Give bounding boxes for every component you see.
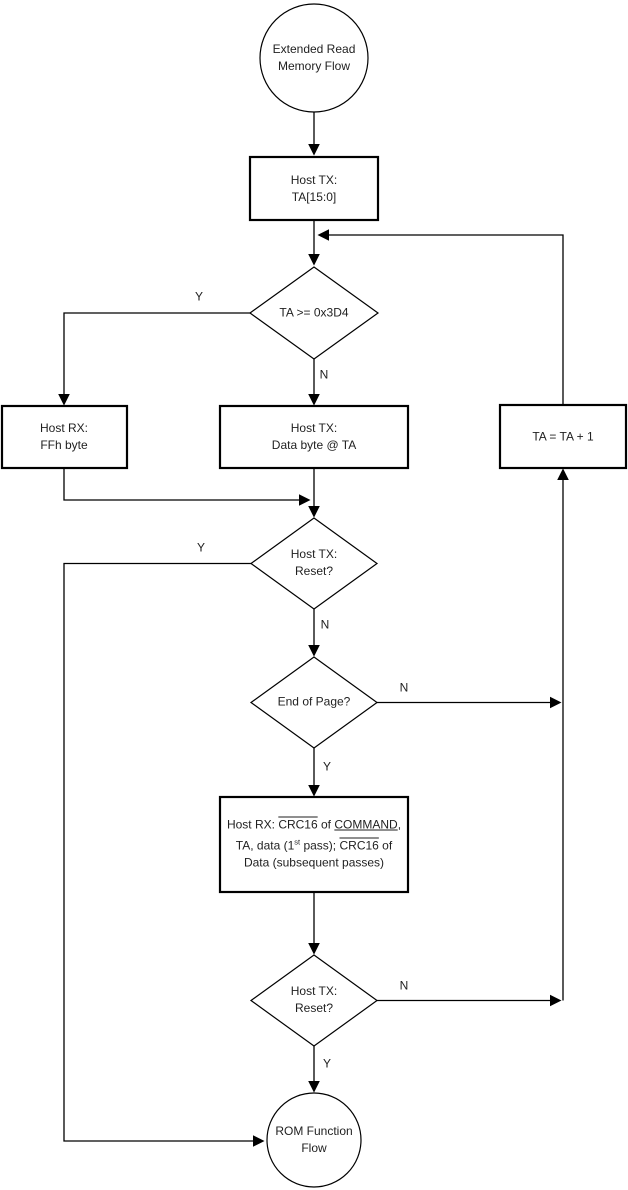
- end-label: ROM Function Flow: [275, 1123, 352, 1157]
- superscript-st: st: [294, 837, 301, 847]
- reset2-label: Host TX: Reset?: [291, 983, 337, 1017]
- ta-increment-label: TA = TA + 1: [532, 429, 593, 446]
- host-rx-crc-label-line3: Data (subsequent passes): [243, 855, 385, 870]
- edge-ta-increment-feedback-top: [317, 229, 564, 405]
- host-tx-data-label-line1: Host TX:: [290, 421, 338, 435]
- host-rx-ffh-process-box: [0, 404, 129, 470]
- reset1-label-line1: Host TX:: [290, 547, 338, 561]
- crc-text: ,: [397, 817, 402, 832]
- host-tx-data-label: Host TX: Data byte @ TA: [272, 420, 356, 454]
- ta-check-branch-y: Y: [194, 289, 204, 304]
- host-tx-data-label-line2: Data byte @ TA: [271, 438, 357, 452]
- reset2-label-line1: Host TX:: [290, 984, 338, 998]
- reset1-label-line2: Reset?: [294, 564, 334, 578]
- host-rx-crc-label-line2: TA, data (1st pass); CRC16 of: [216, 834, 412, 855]
- end-label-line2: Flow: [301, 1141, 327, 1155]
- reset1-label: Host TX: Reset?: [291, 546, 337, 580]
- crc-text: TA, data (1: [235, 838, 295, 853]
- end-of-page-decision-diamond: [249, 656, 379, 749]
- end-of-page-branch-n: N: [399, 680, 409, 695]
- end-terminal-circle: [266, 1092, 362, 1188]
- ta-check-branch-n: N: [319, 367, 329, 382]
- end-of-page-branch-y: Y: [322, 759, 332, 774]
- host-rx-crc-label: Host RX: CRC16 of COMMAND, TA, data (1st…: [216, 817, 412, 872]
- start-label-line1: Extended Read: [272, 42, 356, 56]
- reset2-decision-diamond: [249, 954, 379, 1047]
- crc-text: of: [317, 817, 335, 832]
- ta-increment-label-line1: TA = TA + 1: [532, 429, 594, 444]
- start-terminal-circle: [259, 3, 369, 113]
- host-rx-ffh-label-line2: FFh byte: [40, 438, 88, 452]
- reset2-label-line2: Reset?: [294, 1001, 334, 1015]
- reset2-branch-n: N: [399, 978, 409, 993]
- start-label: Extended Read Memory Flow: [273, 41, 356, 75]
- ta-increment-process-box: [498, 403, 628, 470]
- ta-check-decision-diamond: [248, 266, 380, 360]
- command-underlined: COMMAND: [334, 817, 398, 832]
- end-of-page-label: End of Page?: [278, 694, 351, 711]
- reset1-branch-n: N: [320, 617, 330, 632]
- reset1-decision-diamond: [249, 517, 379, 610]
- crc-text: pass);: [300, 838, 340, 853]
- host-tx-ta-process-box: [248, 155, 380, 222]
- reset2-branch-y: Y: [322, 1056, 332, 1071]
- edge-reset1-y-to-rom-function: [63, 562, 265, 1147]
- crc-text: Host RX:: [226, 817, 279, 832]
- host-rx-ffh-label: Host RX: FFh byte: [40, 420, 88, 454]
- end-label-line1: ROM Function: [275, 1124, 353, 1138]
- edge-host-rx-ffh-to-merge: [63, 468, 311, 506]
- ta-check-label-line1: TA >= 0x3D4: [279, 305, 349, 320]
- reset1-branch-y: Y: [196, 540, 206, 555]
- crc16-overlined: CRC16: [339, 838, 379, 853]
- host-tx-ta-label-line2: TA[15:0]: [291, 190, 337, 204]
- host-rx-crc-label-line1: Host RX: CRC16 of COMMAND,: [216, 817, 412, 834]
- host-rx-crc-process-box: [218, 795, 410, 894]
- end-of-page-label-line1: End of Page?: [277, 694, 351, 709]
- ta-check-label: TA >= 0x3D4: [279, 305, 348, 322]
- start-label-line2: Memory Flow: [277, 59, 351, 73]
- host-tx-data-process-box: [218, 404, 410, 470]
- crc16-overlined: CRC16: [278, 817, 318, 832]
- host-rx-ffh-label-line1: Host RX:: [39, 421, 89, 435]
- host-tx-ta-label: Host TX: TA[15:0]: [291, 172, 337, 206]
- crc-text: of: [378, 838, 393, 853]
- host-tx-ta-label-line1: Host TX:: [290, 173, 338, 187]
- edge-ta-check-y-to-host-rx-ffh: [58, 312, 251, 406]
